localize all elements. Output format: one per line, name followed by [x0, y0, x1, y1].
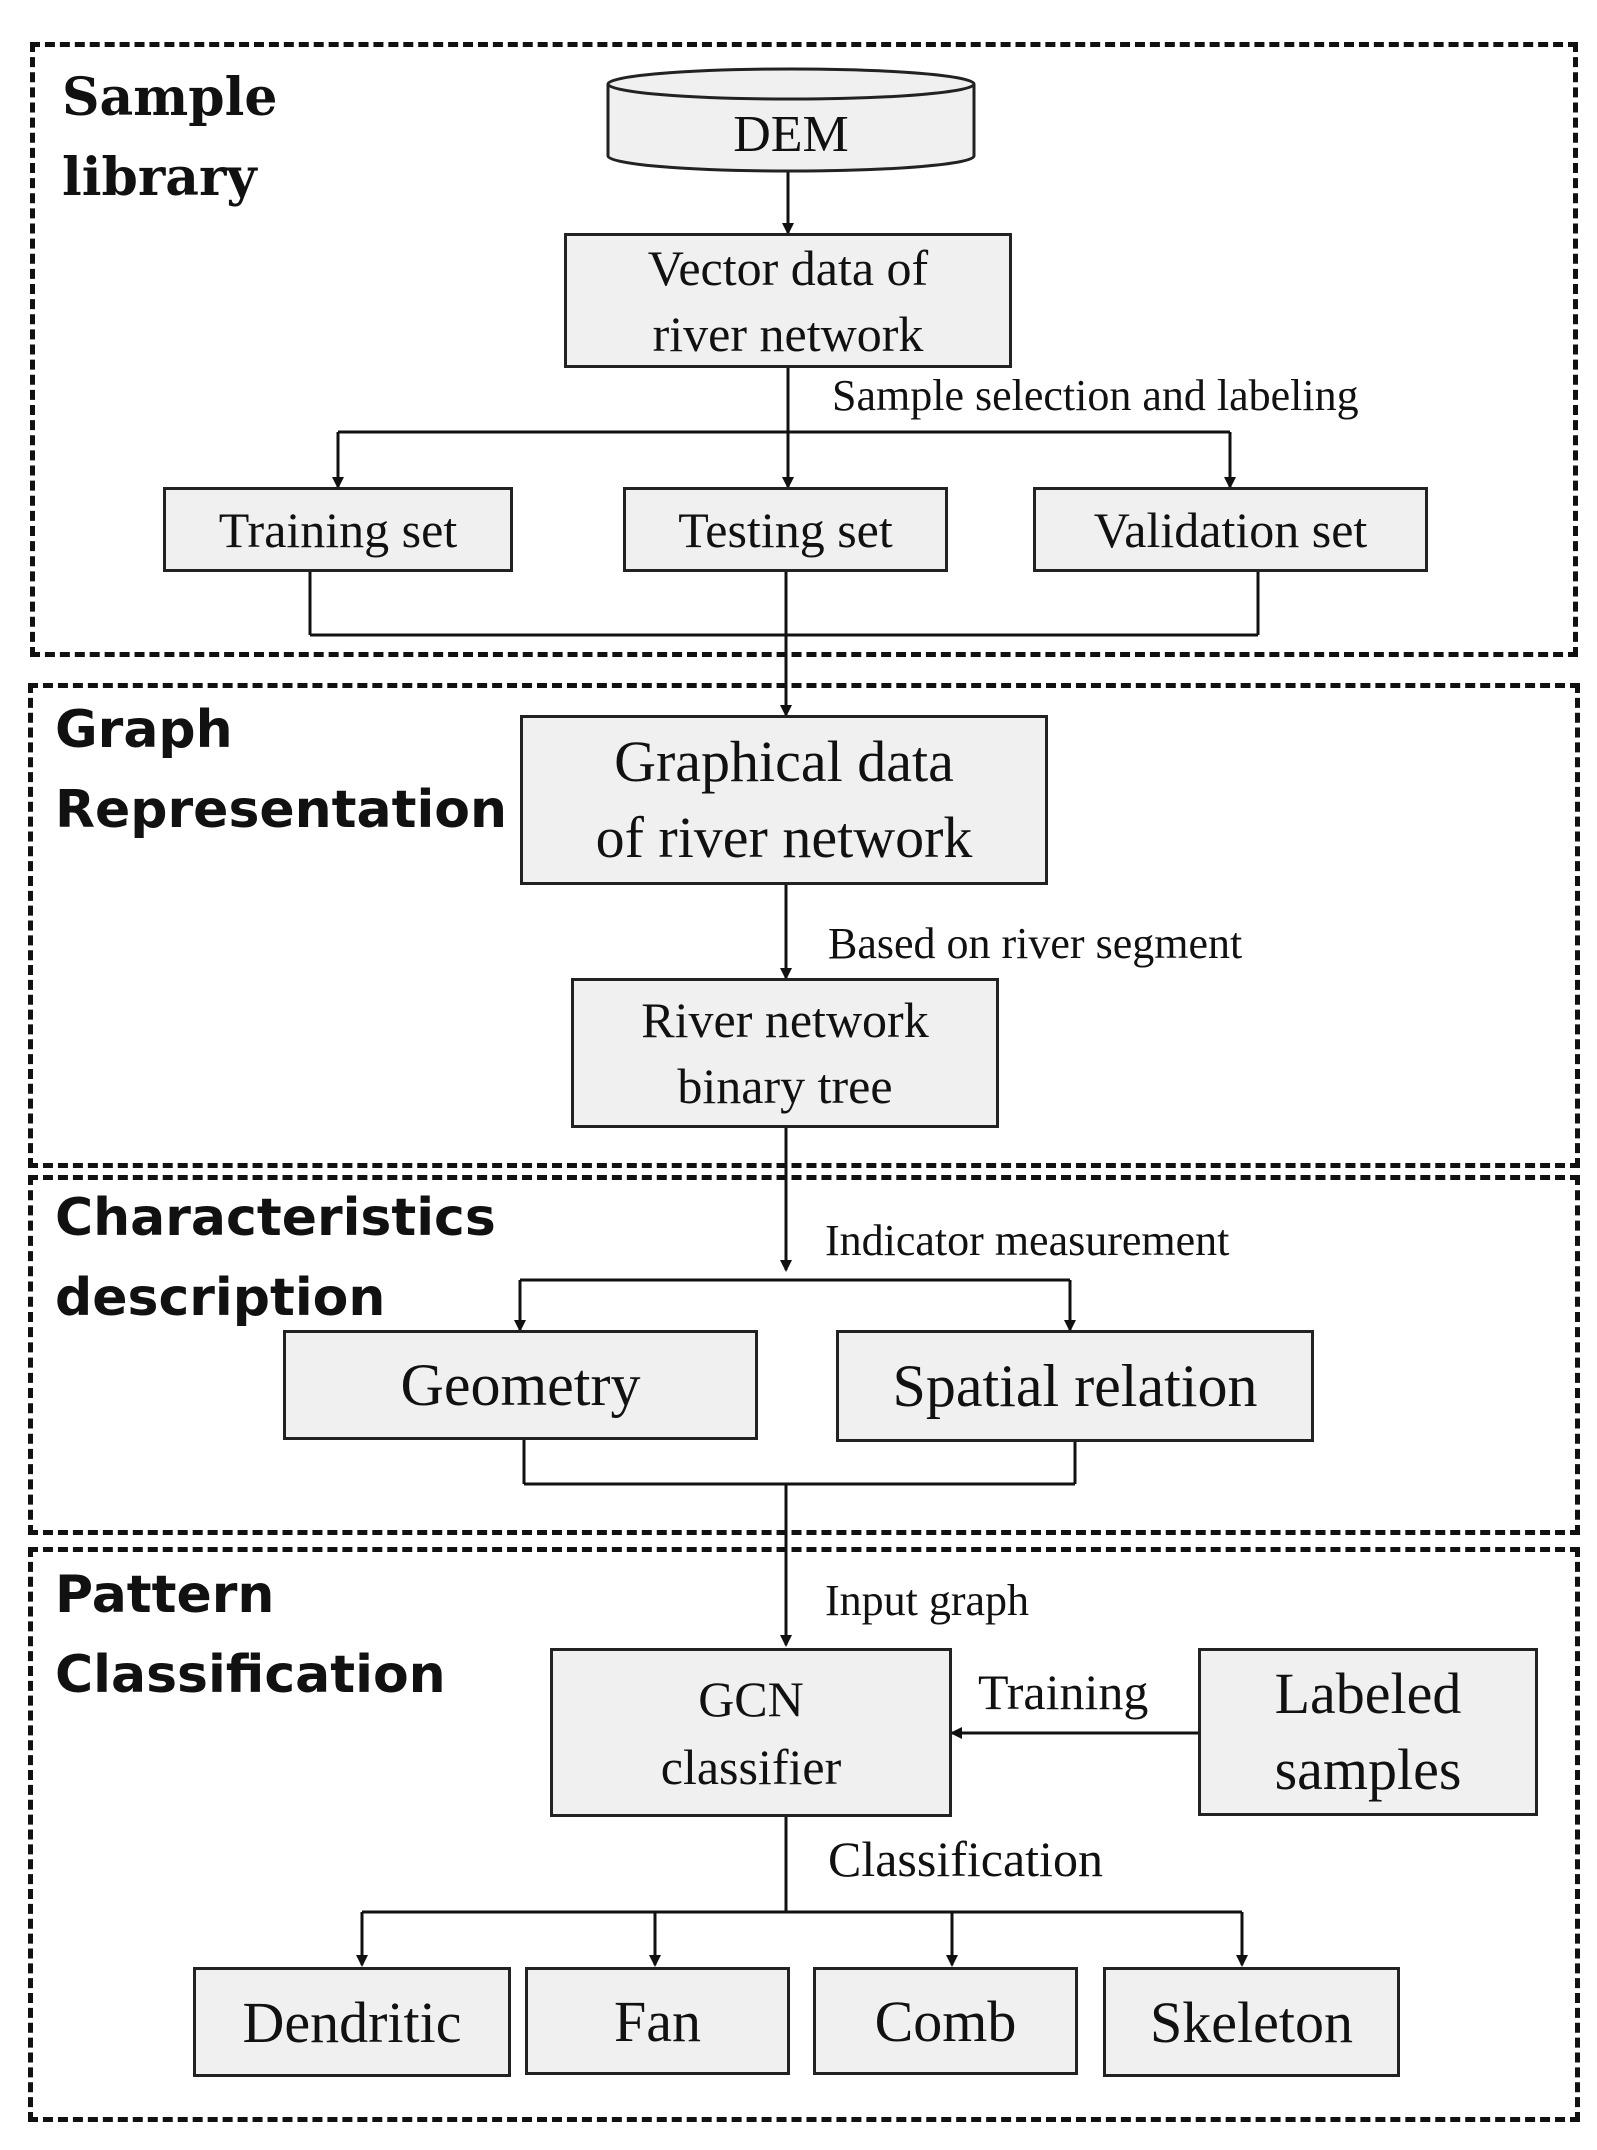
sample-selection-label: Sample selection and labeling — [832, 371, 1359, 420]
graphical-data-node: Graphical data of river network — [520, 715, 1048, 885]
skeleton-node: Skeleton — [1103, 1967, 1400, 2077]
comb-node: Comb — [813, 1967, 1078, 2075]
based-on-segment-label: Based on river segment — [828, 919, 1243, 968]
graph-representation-title: Graph Representation — [55, 700, 508, 840]
section-sample-library — [30, 42, 1578, 657]
sample-library-title: Sample library — [62, 67, 278, 208]
classification-label: Classification — [828, 1831, 1103, 1887]
pattern-classification-title: Pattern Classification — [55, 1565, 446, 1705]
validation-set-node: Validation set — [1033, 487, 1428, 572]
section-pattern-classification — [28, 1547, 1580, 2122]
vector-data-node: Vector data of river network — [564, 233, 1012, 368]
dendritic-node: Dendritic — [193, 1967, 511, 2077]
binary-tree-node: River network binary tree — [571, 978, 999, 1128]
spatial-relation-node: Spatial relation — [836, 1330, 1314, 1442]
training-label: Training — [978, 1664, 1149, 1720]
dem-cylinder — [606, 67, 976, 173]
dem-label: DEM — [733, 106, 849, 163]
indicator-measurement-label: Indicator measurement — [825, 1216, 1230, 1265]
fan-node: Fan — [525, 1967, 790, 2075]
gcn-classifier-node: GCN classifier — [550, 1648, 952, 1817]
section-graph-representation — [28, 683, 1580, 1168]
section-characteristics-description — [28, 1175, 1580, 1535]
labeled-samples-node: Labeled samples — [1198, 1648, 1538, 1816]
geometry-node: Geometry — [283, 1330, 758, 1440]
input-graph-label: Input graph — [825, 1576, 1030, 1625]
characteristics-description-title: Characteristics description — [55, 1188, 496, 1328]
testing-set-node: Testing set — [623, 487, 948, 572]
training-set-node: Training set — [163, 487, 513, 572]
